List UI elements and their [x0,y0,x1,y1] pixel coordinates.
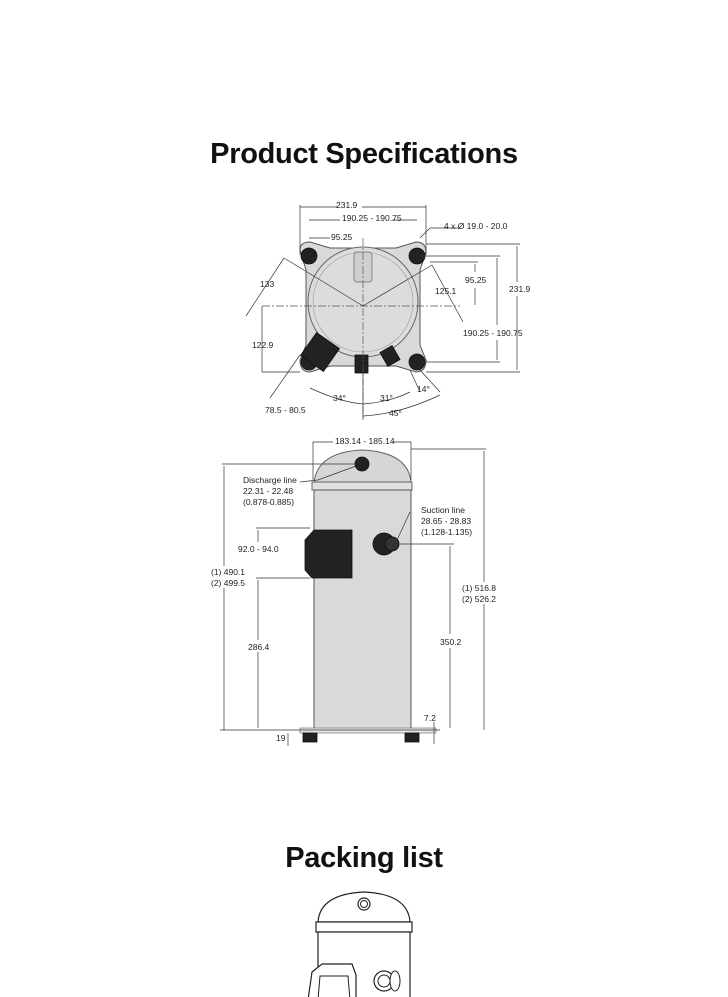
dim-suction-height: 350.2 [440,637,462,647]
dim-half-spacing-x: 95.25 [331,232,353,242]
side-view-drawing: 183.14 - 185.14 Discharge line 22.31 - 2… [211,436,496,746]
dim-top-width: 231.9 [336,200,358,210]
dim-foot-19: 19 [276,733,286,743]
discharge-line-label: Discharge line [243,475,297,485]
top-view-drawing: 231.9 190.25 - 190.75 95.25 4 x Ø 19.0 -… [245,200,531,420]
dim-box-base: 286.4 [248,642,270,652]
angle-14: 14° [417,384,430,394]
product-specifications-heading: Product Specifications [210,138,518,170]
angle-45: 45° [389,408,402,418]
dim-half-spacing-y: 95.25 [465,275,487,285]
dim-top-height: 231.9 [509,284,531,294]
suction-line-in: (1.128-1.135) [421,527,472,537]
angle-34: 34° [333,393,346,403]
dim-radius-125: 125.1 [435,286,457,296]
dim-78: 78.5 - 80.5 [265,405,306,415]
dim-box-height: 92.0 - 94.0 [238,544,279,554]
packing-list-compressor-image [307,891,413,997]
dim-foot-7: 7.2 [424,713,436,723]
discharge-line-in: (0.878-0.885) [243,497,294,507]
dim-radius-133: 133 [260,279,274,289]
dim-mount-spacing-x: 190.25 - 190.75 [342,213,402,223]
dim-holes: 4 x Ø 19.0 - 20.0 [444,221,508,231]
suction-line-label: Suction line [421,505,465,515]
dim-height-2: (2) 499.5 [211,578,245,588]
dim-height-1: (1) 490.1 [211,567,245,577]
dim-122: 122.9 [252,340,274,350]
dim-total-1: (1) 516.8 [462,583,496,593]
discharge-line-mm: 22.31 - 22.48 [243,486,293,496]
dim-dome-width: 183.14 - 185.14 [335,436,395,446]
dim-mount-spacing-y: 190.25 - 190.75 [463,328,523,338]
suction-line-mm: 28.65 - 28.83 [421,516,471,526]
packing-list-heading: Packing list [285,842,443,874]
dim-total-2: (2) 526.2 [462,594,496,604]
angle-31: 31° [380,393,393,403]
